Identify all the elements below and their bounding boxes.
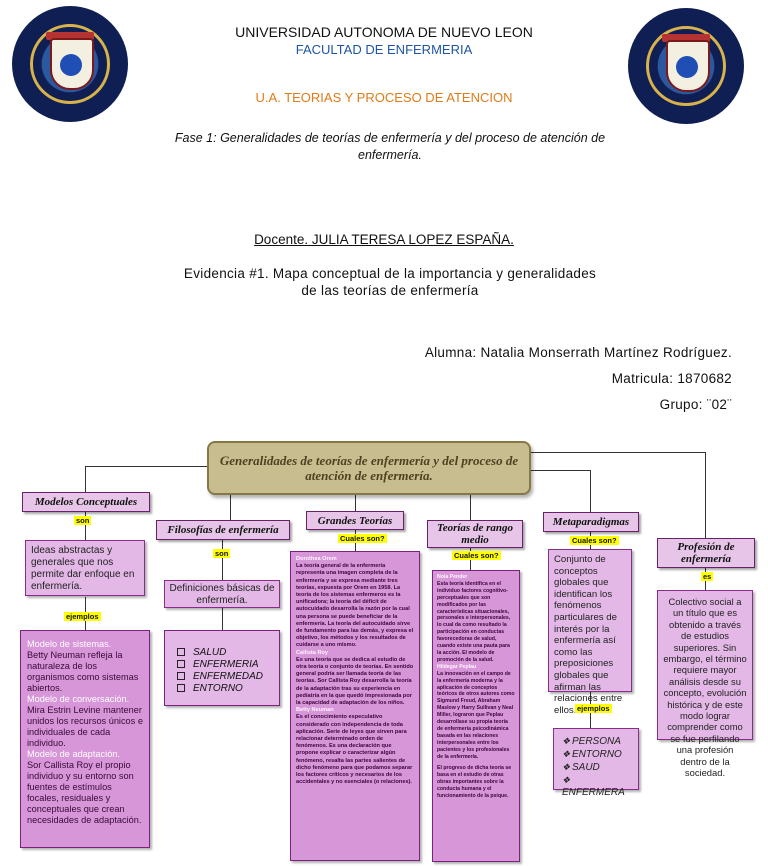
list-item: ❖ENTORNO xyxy=(562,749,622,760)
unit-name: U.A. TEORIAS Y PROCESO DE ATENCION xyxy=(255,90,513,105)
connector-line xyxy=(590,470,591,512)
filosofias-description: Definiciones básicas de enfermería. xyxy=(164,580,280,608)
theory-text: Esta teoría identifica en el individuo f… xyxy=(437,580,511,663)
list-item: ENTORNO xyxy=(177,683,275,695)
list-item: ❖PERSONA xyxy=(562,736,621,747)
university-seal-left xyxy=(12,6,128,122)
teacher-name: Docente. JULIA TERESA LOPEZ ESPAÑA. xyxy=(254,232,514,247)
faculty-name: FACULTAD DE ENFERMERIA xyxy=(295,42,473,57)
profesion-description: Colectivo social a un título que es obte… xyxy=(657,590,753,778)
theory-author: Hildegar Peplau xyxy=(437,663,477,670)
list-item: ❖SAUD xyxy=(562,762,600,773)
filosofias-list-box: SALUD ENFERMERIA ENFERMEDAD ENTORNO xyxy=(164,630,280,706)
connector-tag: son xyxy=(74,516,92,525)
university-name: UNIVERSIDAD AUTONOMA DE NUEVO LEON xyxy=(235,24,533,40)
example-text: Sor Callista Roy el propio individuo y s… xyxy=(27,760,142,825)
metaparadigmas-list-box: ❖PERSONA ❖ENTORNO ❖SAUD ❖ENFERMERA xyxy=(553,728,639,798)
faculty-seal-right xyxy=(628,8,744,124)
theory-author: Betty Neuman xyxy=(296,707,334,714)
theory-entry: Nola Pender Esta teoría identifica en el… xyxy=(437,574,515,800)
connector-line xyxy=(705,452,706,538)
connector-tag: ejemplos xyxy=(575,704,612,713)
theory-text: El progreso de dicha teoría se basa en e… xyxy=(437,765,512,800)
concept-map-title: Generalidades de teorías de enfermería y… xyxy=(207,441,531,495)
connector-line xyxy=(85,512,86,540)
evidence-line-2: de las teorías de enfermería xyxy=(301,283,479,298)
example-text: Betty Neuman refleja la naturaleza de lo… xyxy=(27,650,139,693)
connector-tag: Cuales son? xyxy=(338,534,387,543)
filosofias-list: SALUD ENFERMERIA ENFERMEDAD ENTORNO xyxy=(169,647,275,695)
category-grandes-teorias: Grandes Teorías xyxy=(306,511,404,530)
grandes-teorias-box: Dorothea Orem La teoría general de la en… xyxy=(290,551,420,861)
theory-entry: Dorothea Orem La teoría general de la en… xyxy=(296,556,414,787)
example-title: Modelo de sistemas. xyxy=(27,639,112,649)
connector-line xyxy=(470,492,471,520)
theory-author: Nola Pender xyxy=(437,574,468,580)
list-item: ENFERMERIA xyxy=(177,659,275,671)
connector-tag: son xyxy=(213,549,231,558)
category-filosofias: Filosofías de enfermería xyxy=(156,520,290,540)
connector-line xyxy=(355,492,356,512)
connector-line xyxy=(527,452,705,453)
evidence-line-1: Evidencia #1. Mapa conceptual de la impo… xyxy=(183,266,597,281)
list-item: ENFERMEDAD xyxy=(177,671,275,683)
connector-line xyxy=(222,608,223,630)
rango-medio-box: Nola Pender Esta teoría identifica en el… xyxy=(432,570,520,862)
list-item: ❖ENFERMERA xyxy=(562,775,625,798)
theory-author: Dorothea Orem xyxy=(296,556,337,562)
list-item: SALUD xyxy=(177,647,275,659)
category-rango-medio: Teorías de rango medio xyxy=(427,520,523,548)
category-metaparadigmas: Metaparadigmas xyxy=(543,512,639,532)
theory-text: Es el conocimiento especulativo consider… xyxy=(296,714,413,786)
theory-text: La teoría general de la enfermería repre… xyxy=(296,563,414,649)
student-group: Grupo: ¨02¨ xyxy=(659,397,732,412)
example-title: Modelo de adaptación. xyxy=(27,749,120,759)
connector-line xyxy=(222,540,223,580)
phase-title: Fase 1: Generalidades de teorías de enfe… xyxy=(174,131,606,162)
student-id: Matricula: 1870682 xyxy=(611,371,732,386)
connector-line xyxy=(230,492,231,520)
connector-tag: Cuales son? xyxy=(570,536,619,545)
evidence-title: Evidencia #1. Mapa conceptual de la impo… xyxy=(150,265,630,299)
connector-line xyxy=(527,470,590,471)
theory-author: Callista Roy xyxy=(296,649,329,656)
metaparadigmas-description: Conjunto de conceptos globales que ident… xyxy=(548,549,632,716)
metaparadigmas-list: ❖PERSONA ❖ENTORNO ❖SAUD ❖ENFERMERA xyxy=(558,735,634,799)
connector-tag: Cuales son? xyxy=(452,551,501,560)
example-text: Mira Estrin Levine mantener unidos los r… xyxy=(27,705,143,748)
category-profesion: Profesión de enfermería xyxy=(657,538,755,568)
theory-text: La innovación en el campo de la enfermer… xyxy=(437,670,515,760)
theory-text: Es una teoría que se dedica al estudio d… xyxy=(296,656,414,707)
connector-line xyxy=(85,466,86,492)
connector-line xyxy=(85,466,208,467)
modelos-examples-box: Modelo de sistemas. Betty Neuman refleja… xyxy=(20,630,150,848)
category-modelos-conceptuales: Modelos Conceptuales xyxy=(22,492,150,512)
connector-tag: ejemplos xyxy=(64,612,101,621)
modelos-description: Ideas abstractas y generales que nos per… xyxy=(25,540,145,596)
connector-tag: es xyxy=(701,572,714,581)
example-title: Modelo de conversación. xyxy=(27,694,130,704)
student-name: Alumna: Natalia Monserrath Martínez Rodr… xyxy=(424,345,732,360)
